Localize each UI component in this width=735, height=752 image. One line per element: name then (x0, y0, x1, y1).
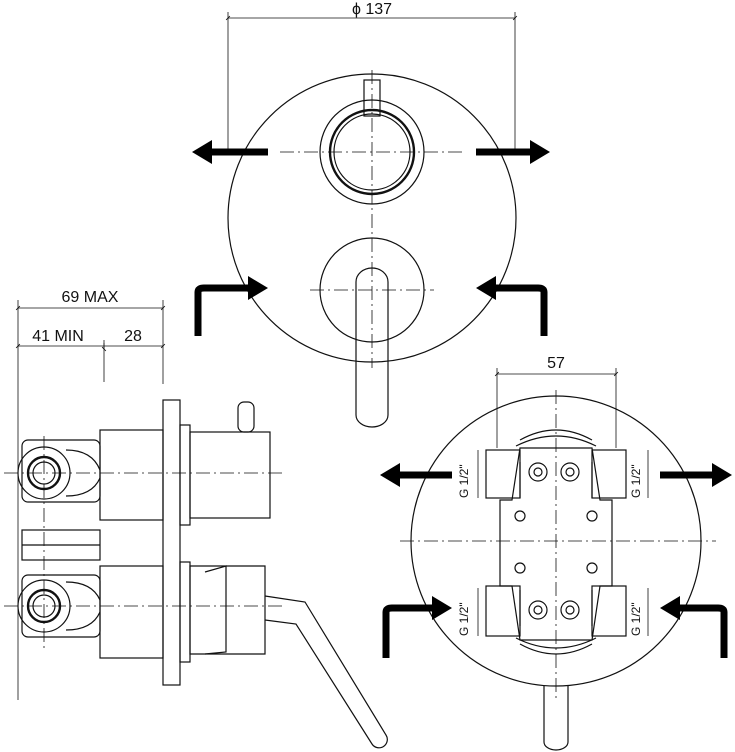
diameter-label: ϕ 137 (352, 1, 392, 18)
outlet-arrow-left (192, 140, 268, 164)
plate-offset-label: 28 (124, 328, 142, 345)
max-depth-label: 69 MAX (62, 289, 119, 306)
rear-inlet-arrow-right (660, 596, 728, 658)
thread-label-lower-left: G 1/2" (457, 602, 471, 636)
depth-dimensions: 69 MAX 41 MIN 28 (15, 289, 166, 700)
inlet-arrow-left (194, 276, 268, 336)
center-distance-label: 57 (547, 355, 565, 372)
inlet-arrow-right (476, 276, 548, 336)
side-view: 69 MAX 41 MIN 28 (4, 289, 388, 749)
diverter-knob (319, 79, 425, 205)
thread-label-upper-right: G 1/2" (629, 464, 643, 498)
thread-label-lower-right: G 1/2" (629, 602, 643, 636)
inlet-connection-top (17, 439, 101, 503)
rear-inlet-arrow-left (382, 596, 452, 658)
rear-outlet-arrow-right (660, 463, 732, 487)
center-distance-dimension: 57 (494, 355, 619, 448)
outlet-arrow-right (476, 140, 550, 164)
rear-outlet-arrow-left (380, 463, 452, 487)
thread-label-upper-left: G 1/2" (457, 464, 471, 498)
wall-plate (162, 399, 181, 686)
rear-body (485, 447, 627, 641)
diameter-dimension: ϕ 137 (225, 1, 518, 150)
rear-view: 57 (380, 355, 732, 751)
mixer-handle (319, 237, 425, 428)
min-depth-label: 41 MIN (32, 328, 84, 345)
front-view: ϕ 137 (192, 1, 550, 428)
screw-holes (514, 462, 598, 620)
valve-body (21, 429, 164, 659)
